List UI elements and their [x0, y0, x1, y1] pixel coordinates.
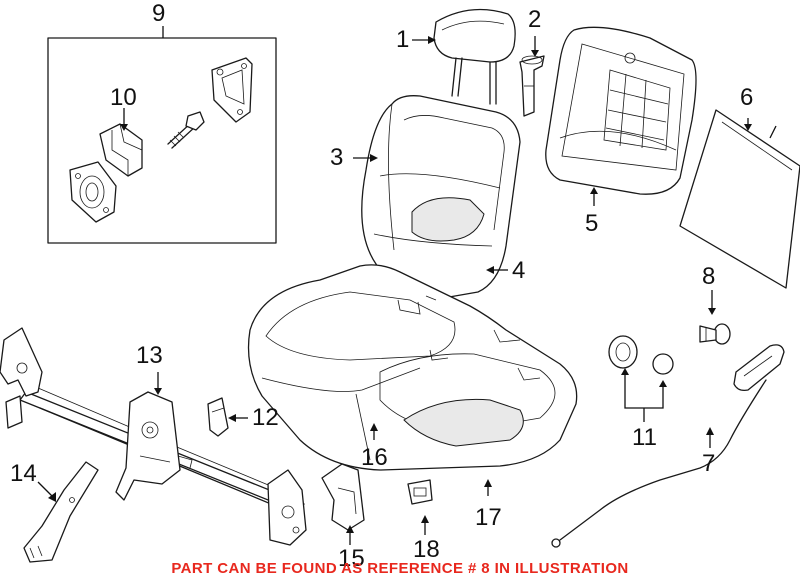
callout-11: 11: [632, 424, 657, 451]
callout-14: 14: [10, 460, 37, 487]
callout-4: 4: [512, 257, 526, 284]
callout-1: 1: [396, 26, 410, 53]
callout-16: 16: [361, 444, 388, 471]
callout-5: 5: [585, 210, 599, 237]
cup-bracket-part: [69, 161, 117, 223]
back-panel-part: [679, 109, 800, 289]
callout-6: 6: [740, 84, 754, 111]
small-bracket-12-part: [207, 397, 229, 437]
cap-11-part: [608, 335, 674, 375]
seat-cushion-part: [247, 264, 578, 471]
headrest-guide-part: [519, 55, 545, 117]
bolt-part: [167, 111, 205, 149]
callout-15: 15: [338, 545, 365, 572]
headrest-part: [433, 8, 516, 105]
callout-13: 13: [136, 342, 163, 369]
seat-frame-part: [0, 327, 307, 546]
push-pin-8-part: [699, 323, 731, 345]
callout-10: 10: [110, 84, 137, 111]
callout-8: 8: [702, 263, 716, 290]
clip-18-part: [407, 479, 433, 505]
callout-3: 3: [330, 144, 344, 171]
release-handle-7-part: [551, 344, 785, 548]
bracket-10-part: [99, 123, 143, 177]
callout-17: 17: [475, 504, 502, 531]
bracket-15-part: [321, 463, 365, 531]
callout-9: 9: [152, 0, 166, 27]
detail-box-9: [47, 26, 277, 244]
callout-12: 12: [252, 404, 279, 431]
part-reference-notice: PART CAN BE FOUND AS REFERENCE # 8 IN IL…: [171, 560, 629, 577]
callout-18: 18: [413, 536, 440, 563]
seat-back-cover-part: [361, 95, 521, 301]
bracket-plate-part: [211, 57, 253, 123]
callout-7: 7: [702, 450, 716, 477]
callout-2: 2: [528, 6, 542, 33]
seat-back-frame-part: [545, 26, 697, 195]
side-bracket-14-part: [23, 461, 99, 563]
